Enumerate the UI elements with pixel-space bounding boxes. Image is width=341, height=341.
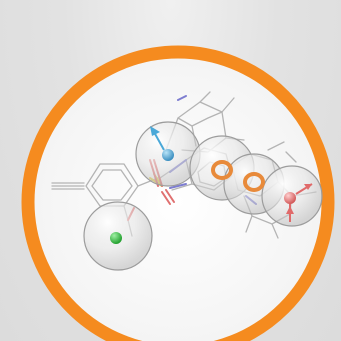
aromatic-ring-icon (211, 160, 233, 180)
orange-ring (21, 45, 335, 341)
aromatic-ring-icon (243, 172, 265, 192)
feature-markers (110, 126, 313, 244)
acceptor-icon (284, 192, 296, 204)
white-disc (28, 52, 328, 341)
hydrophobic-icon (110, 232, 122, 244)
donor-icon (162, 149, 174, 161)
